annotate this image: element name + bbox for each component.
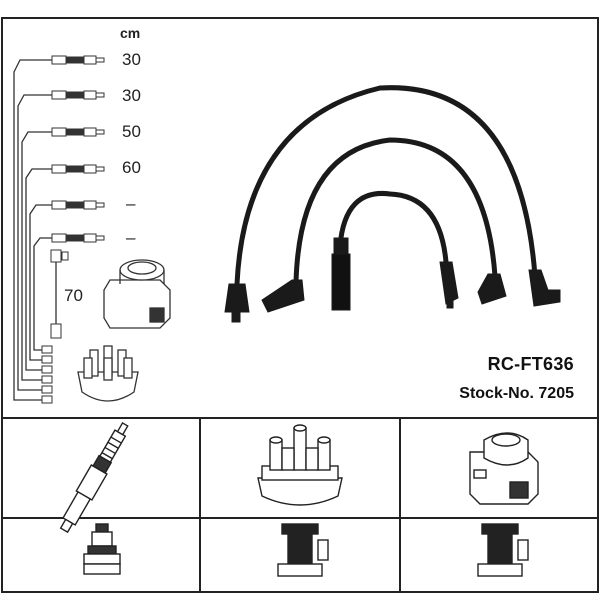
- coil-icon-small: [103, 259, 171, 329]
- product-code: RC-FT636: [487, 354, 574, 374]
- ignition-coil-icon: [469, 432, 539, 505]
- lead-length-3: 50: [122, 122, 141, 141]
- schematic-lead-4: [51, 164, 105, 174]
- lead-length-2: 30: [122, 86, 141, 105]
- ignition-wires: [234, 85, 538, 287]
- lead-length-5: –: [126, 194, 136, 213]
- lead-length-6: –: [126, 228, 136, 247]
- schematic-coil-lead-ends: [50, 249, 69, 339]
- schematic-lead-6: [51, 233, 105, 243]
- coil-connector-icon: [477, 523, 529, 577]
- schematic-connectors: [41, 55, 105, 404]
- harness-schematic: [13, 59, 57, 401]
- coil-lead-length: 70: [64, 286, 83, 305]
- lead-length-1: 30: [122, 50, 141, 69]
- distributor-cap-icon-small: [77, 345, 139, 402]
- length-unit-label: cm: [120, 25, 141, 41]
- stock-number: Stock-No. 7205: [459, 385, 574, 402]
- sheet-grid: [1, 17, 599, 593]
- schematic-lead-5: [51, 200, 105, 210]
- schematic-lead-1: [51, 55, 105, 65]
- lead-length-4: 60: [122, 158, 141, 177]
- schematic-lead-2: [51, 90, 105, 100]
- cap-connector-icon: [277, 523, 329, 577]
- wire-boots: [224, 237, 561, 323]
- schematic-lead-3: [51, 127, 105, 137]
- plug-connector-icon: [83, 523, 121, 575]
- distributor-cap-icon: [257, 424, 343, 506]
- schematic-cap-terminals: [41, 345, 53, 404]
- spark-plug-icon: [59, 422, 129, 534]
